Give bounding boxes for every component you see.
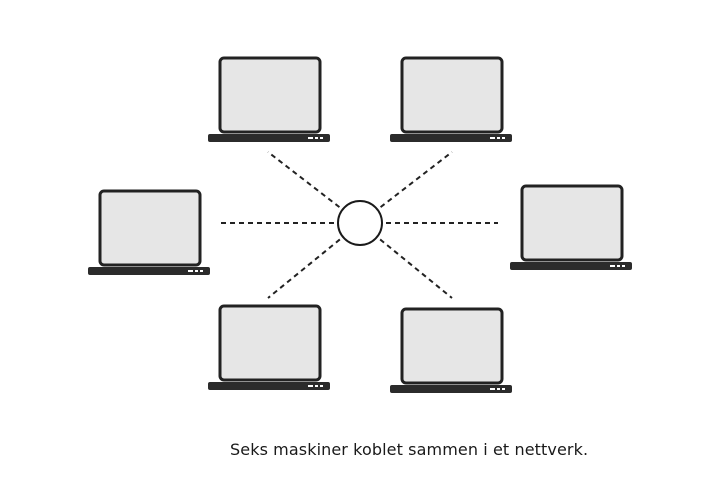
- laptop-icon: [390, 307, 512, 393]
- link-bottom-right: [379, 238, 453, 299]
- laptop-indicator: [320, 137, 323, 139]
- network-links: [220, 151, 498, 299]
- laptop-screen: [98, 189, 202, 267]
- network-hub: [337, 200, 383, 246]
- laptop-indicator: [315, 385, 318, 387]
- laptop-screen: [400, 56, 504, 134]
- laptop-indicator: [617, 265, 620, 267]
- laptop-indicator: [502, 137, 505, 139]
- laptop-indicator: [497, 388, 500, 390]
- link-top-right: [379, 151, 453, 208]
- laptop-base: [510, 262, 632, 270]
- laptop-screen: [520, 184, 624, 262]
- laptop-base: [390, 134, 512, 142]
- laptop-indicator: [610, 265, 615, 267]
- laptop-icon: [208, 56, 330, 142]
- link-bottom-left: [267, 238, 341, 299]
- figure-caption: Seks maskiner koblet sammen i et nettver…: [230, 440, 589, 459]
- laptop-base: [88, 267, 210, 275]
- laptop-indicator: [308, 137, 313, 139]
- network-devices: [88, 56, 632, 393]
- laptop-screen: [218, 304, 322, 382]
- laptop-indicator: [315, 137, 318, 139]
- link-top-left: [267, 151, 341, 208]
- laptop-icon: [208, 304, 330, 390]
- laptop-indicator: [490, 137, 495, 139]
- laptop-indicator: [622, 265, 625, 267]
- laptop-base: [208, 382, 330, 390]
- laptop-icon: [390, 56, 512, 142]
- laptop-indicator: [320, 385, 323, 387]
- laptop-indicator: [195, 270, 198, 272]
- laptop-icon: [510, 184, 632, 270]
- laptop-base: [208, 134, 330, 142]
- laptop-indicator: [308, 385, 313, 387]
- laptop-indicator: [502, 388, 505, 390]
- laptop-icon: [88, 189, 210, 275]
- laptop-screen: [400, 307, 504, 385]
- laptop-screen: [218, 56, 322, 134]
- laptop-indicator: [497, 137, 500, 139]
- laptop-indicator: [188, 270, 193, 272]
- laptop-indicator: [490, 388, 495, 390]
- laptop-base: [390, 385, 512, 393]
- laptop-indicator: [200, 270, 203, 272]
